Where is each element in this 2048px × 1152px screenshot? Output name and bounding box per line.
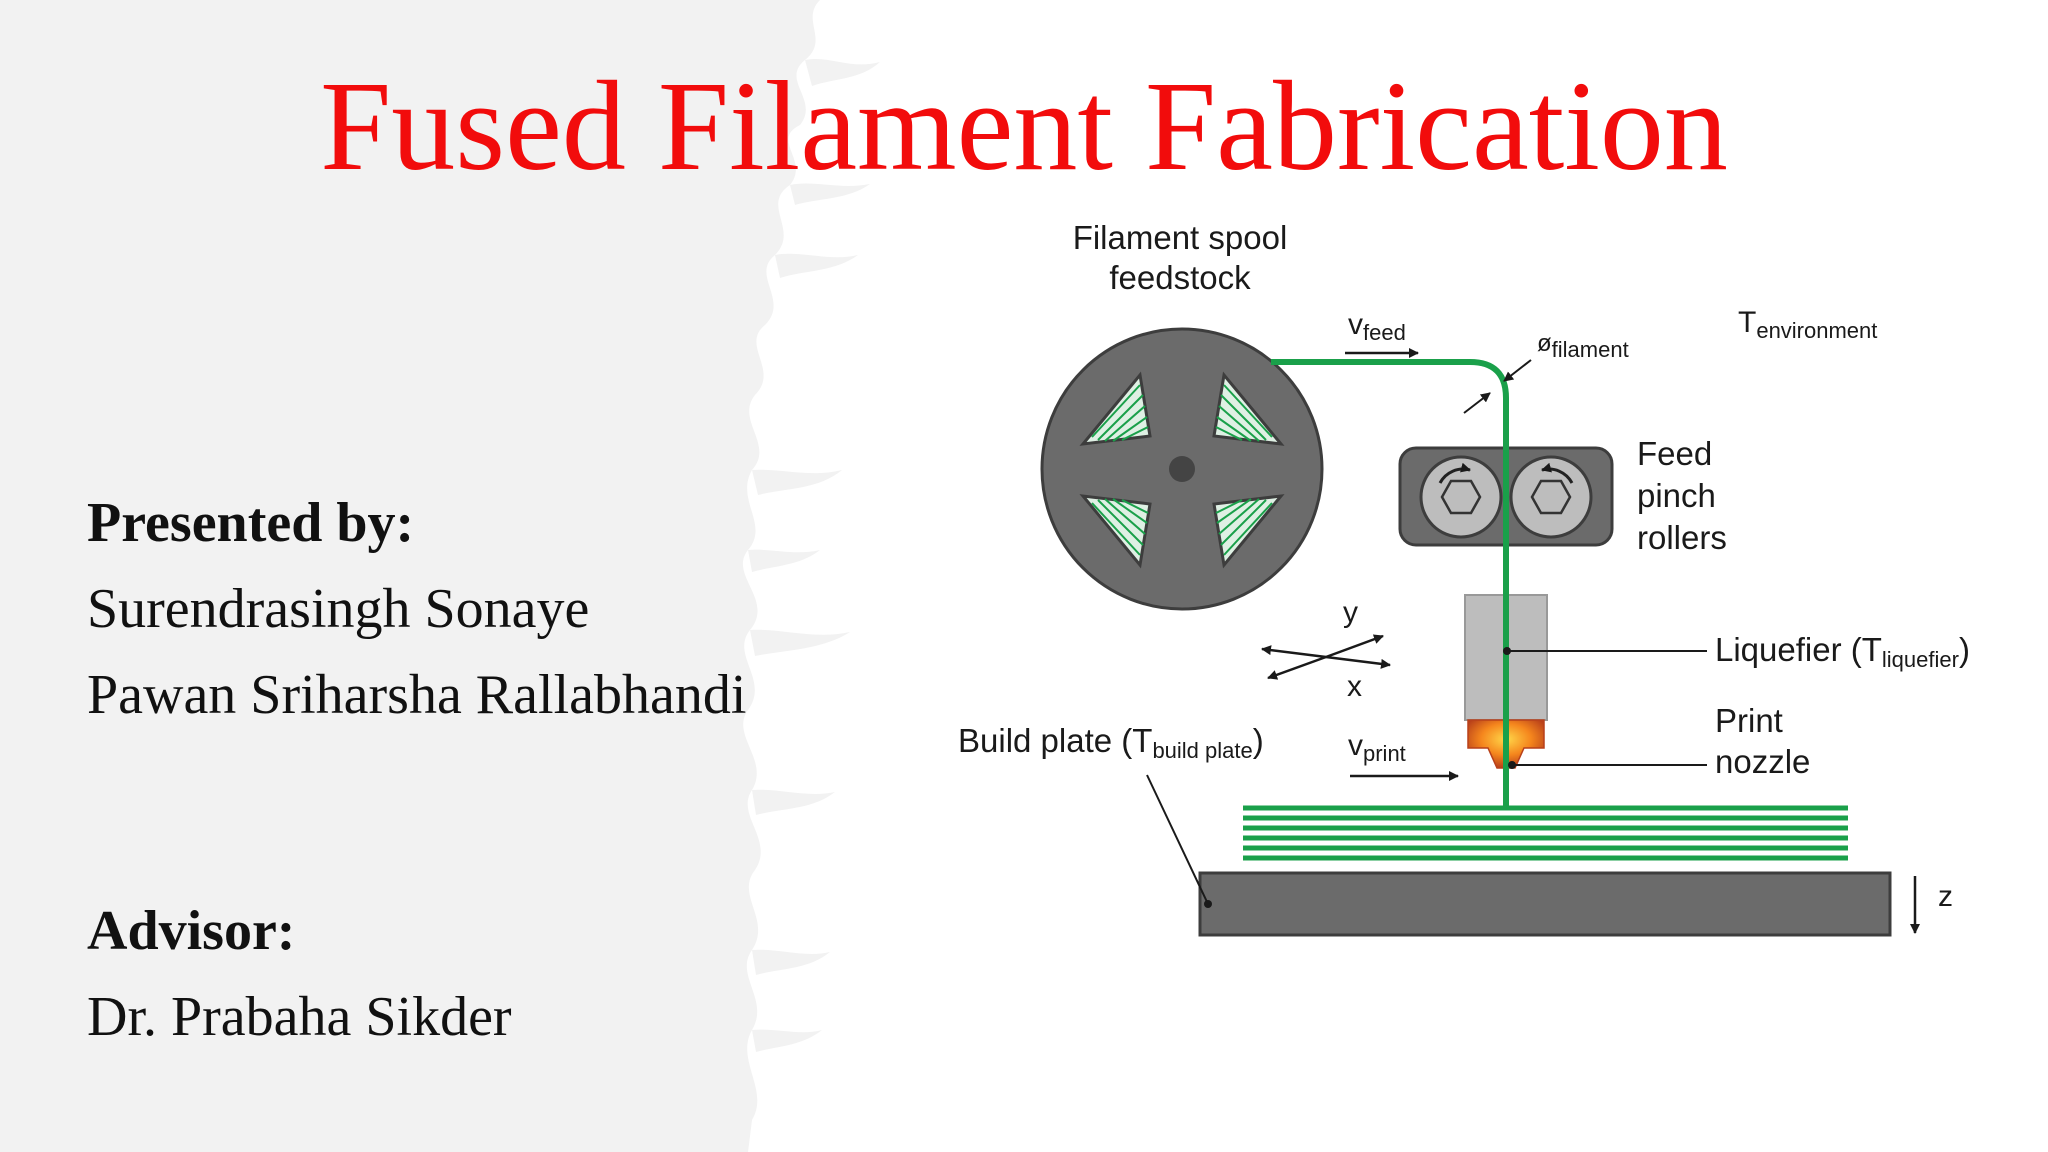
advisor-name: Dr. Prabaha Sikder [87, 986, 512, 1048]
advisor-block: Advisor: Dr. Prabaha Sikder [87, 888, 947, 1060]
svg-text:vfeed: vfeed [1348, 308, 1406, 345]
slide-title: Fused Filament Fabrication [320, 55, 1728, 197]
t-env-subscript: environment [1756, 318, 1877, 343]
build-plate-subscript: build plate [1152, 738, 1252, 763]
filament-spool [1040, 327, 1324, 611]
deposited-layers [1243, 805, 1848, 861]
feed-velocity: vfeed [1345, 308, 1419, 358]
diameter-subscript: filament [1552, 337, 1629, 362]
nozzle-callout: Print nozzle [1508, 702, 1810, 780]
presenter-name: Pawan Sriharsha Rallabhandi [87, 664, 747, 726]
v-feed-subscript: feed [1363, 320, 1406, 345]
liquefier-callout: Liquefier (Tliquefier) [1503, 631, 1970, 672]
build-plate [1198, 871, 1892, 937]
z-axis-label: z [1938, 880, 1953, 913]
nozzle-label-line2: nozzle [1715, 743, 1810, 780]
build-plate-close: ) [1253, 722, 1264, 759]
svg-text:vprint: vprint [1348, 729, 1406, 766]
svg-text:Build plate (Tbuild plate): Build plate (Tbuild plate) [958, 722, 1264, 763]
spool-window-bottom-right [1212, 494, 1285, 569]
presenters-block: Presented by: Surendrasingh Sonaye Pawan… [87, 480, 947, 738]
y-axis-label: y [1343, 596, 1358, 629]
v-print-subscript: print [1363, 741, 1406, 766]
x-axis-label: x [1347, 670, 1362, 703]
rollers-label-line2: pinch [1637, 477, 1716, 514]
advisor-heading: Advisor: [87, 900, 296, 962]
liquefier-close: ) [1959, 631, 1970, 668]
liquefier-subscript: liquefier [1882, 647, 1959, 672]
print-velocity: vprint [1348, 729, 1459, 781]
filament-diameter: øfilament [1463, 330, 1629, 414]
spool-label-line2: feedstock [1109, 259, 1251, 296]
svg-text:Liquefier (Tliquefier): Liquefier (Tliquefier) [1715, 631, 1970, 672]
spool-label-line1: Filament spool [1073, 219, 1288, 256]
t-env-symbol: T [1738, 306, 1756, 339]
spool-window-bottom-left [1079, 494, 1152, 569]
presenters-heading: Presented by: [87, 492, 415, 554]
spool-window-top-left [1079, 371, 1152, 446]
z-axis-indicator: z [1910, 876, 1953, 934]
build-plate-label: Build plate (T [958, 722, 1152, 759]
rollers-label-line3: rollers [1637, 519, 1727, 556]
nozzle-label-line1: Print [1715, 702, 1783, 739]
svg-text:øfilament: øfilament [1537, 330, 1629, 362]
fff-printer-diagram: Filament spool feedstock vfeed øfilament… [958, 219, 1970, 937]
diameter-symbol: ø [1537, 330, 1552, 357]
xy-axis-indicator: y x [1261, 596, 1391, 703]
environment-temperature: Tenvironment [1738, 306, 1877, 343]
build-plate-callout: Build plate (Tbuild plate) [958, 722, 1264, 908]
liquefier-label: Liquefier (T [1715, 631, 1882, 668]
v-feed-symbol: v [1348, 308, 1363, 341]
rollers-label-line1: Feed [1637, 435, 1712, 472]
presenter-name: Surendrasingh Sonaye [87, 578, 590, 640]
filament-strand [1271, 359, 1509, 808]
v-print-symbol: v [1348, 729, 1363, 762]
spool-window-top-right [1212, 371, 1285, 446]
